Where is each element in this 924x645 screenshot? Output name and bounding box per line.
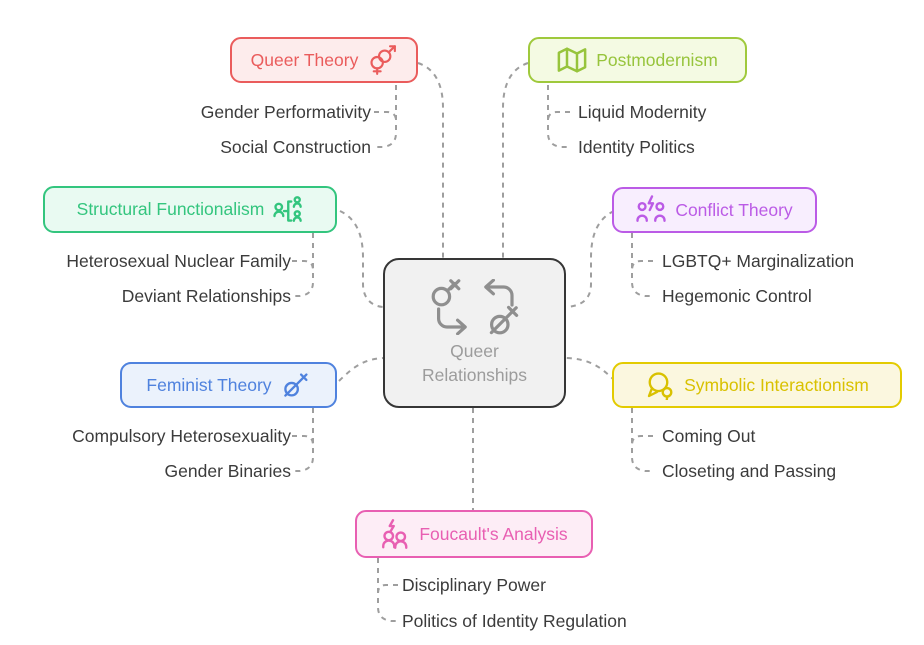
leaf-lgbtq-marginalization: LGBTQ+ Marginalization	[662, 251, 855, 271]
connector-feminist-theory-leaf1	[292, 435, 314, 446]
connector-symbolic-interactionism-leaf1	[631, 435, 653, 446]
node-postmodernism: Postmodernism	[528, 37, 747, 83]
leaf-social-construction: Social Construction	[220, 137, 371, 157]
connector-postmodernism-leaf1	[547, 111, 570, 122]
node-feminist-theory: Feminist Theory	[120, 362, 337, 408]
connector-conflict-theory-leaves	[631, 233, 652, 297]
node-label: Queer Theory	[250, 49, 359, 70]
crossed-gender-icon	[283, 373, 308, 397]
leaf-heterosexual-nuclear-family: Heterosexual Nuclear Family	[66, 251, 291, 271]
connector-queer-theory-leaf1	[374, 111, 397, 122]
connector-queer-theory-center	[417, 62, 444, 258]
leaf-gender-binaries: Gender Binaries	[164, 461, 291, 481]
leaf-coming-out: Coming Out	[662, 426, 756, 446]
node-label: Foucault's Analysis	[419, 523, 568, 544]
connector-postmodernism-leaves	[547, 85, 569, 148]
connector-structural-functionalism-leaf1	[292, 260, 314, 271]
node-queer-theory: Queer Theory	[230, 37, 418, 83]
gender-cycle-icon	[431, 278, 518, 335]
node-symbolic-interactionism: Symbolic Interactionism	[612, 362, 902, 408]
speech-bubbles-icon	[647, 372, 673, 400]
connector-conflict-theory-center	[565, 210, 615, 308]
leaf-gender-performativity: Gender Performativity	[200, 102, 371, 122]
node-foucaults-analysis: Foucault's Analysis	[355, 510, 593, 558]
node-queer-relationships: Queer Relationships	[383, 258, 566, 408]
node-label: Conflict Theory	[675, 199, 793, 220]
leaf-liquid-modernity: Liquid Modernity	[578, 102, 707, 122]
family-structure-icon	[273, 195, 303, 222]
connector-symbolic-interactionism-center	[565, 357, 616, 382]
node-conflict-theory: Conflict Theory	[612, 187, 817, 233]
connector-feminist-theory-leaves	[293, 408, 314, 472]
leaf-deviant-relationships: Deviant Relationships	[121, 286, 291, 306]
node-label: Symbolic Interactionism	[684, 374, 869, 395]
connector-structural-functionalism-leaves	[293, 233, 314, 297]
leaf-compulsory-heterosexuality: Compulsory Heterosexuality	[72, 426, 291, 446]
connector-postmodernism-center	[502, 62, 529, 258]
leaf-hegemonic-control: Hegemonic Control	[662, 286, 812, 306]
connector-conflict-theory-leaf1	[631, 260, 653, 271]
center-node-label: Queer Relationships	[421, 340, 528, 385]
leaf-disciplinary-power: Disciplinary Power	[402, 575, 546, 595]
connector-queer-theory-leaves	[375, 85, 397, 148]
leaf-politics-of-identity-regulation: Politics of Identity Regulation	[402, 611, 627, 631]
folded-map-icon	[557, 47, 587, 73]
connector-structural-functionalism-center	[339, 210, 384, 308]
node-label: Postmodernism	[596, 49, 718, 70]
connector-feminist-theory-center	[338, 357, 384, 382]
leaf-identity-politics: Identity Politics	[578, 137, 695, 157]
leaf-closeting-and-passing: Closeting and Passing	[662, 461, 837, 481]
node-label: Structural Functionalism	[76, 199, 265, 219]
connector-foucaults-analysis-leaf1	[377, 584, 398, 595]
connector-foucaults-analysis-leaves	[377, 558, 397, 622]
people-conflict-icon	[636, 195, 666, 222]
node-structural-functionalism: Structural Functionalism	[43, 186, 337, 233]
power-discourse-icon	[382, 519, 408, 549]
node-label: Feminist Theory	[146, 374, 272, 395]
connector-symbolic-interactionism-leaves	[631, 408, 652, 472]
interlocked-gender-icon	[370, 45, 397, 75]
